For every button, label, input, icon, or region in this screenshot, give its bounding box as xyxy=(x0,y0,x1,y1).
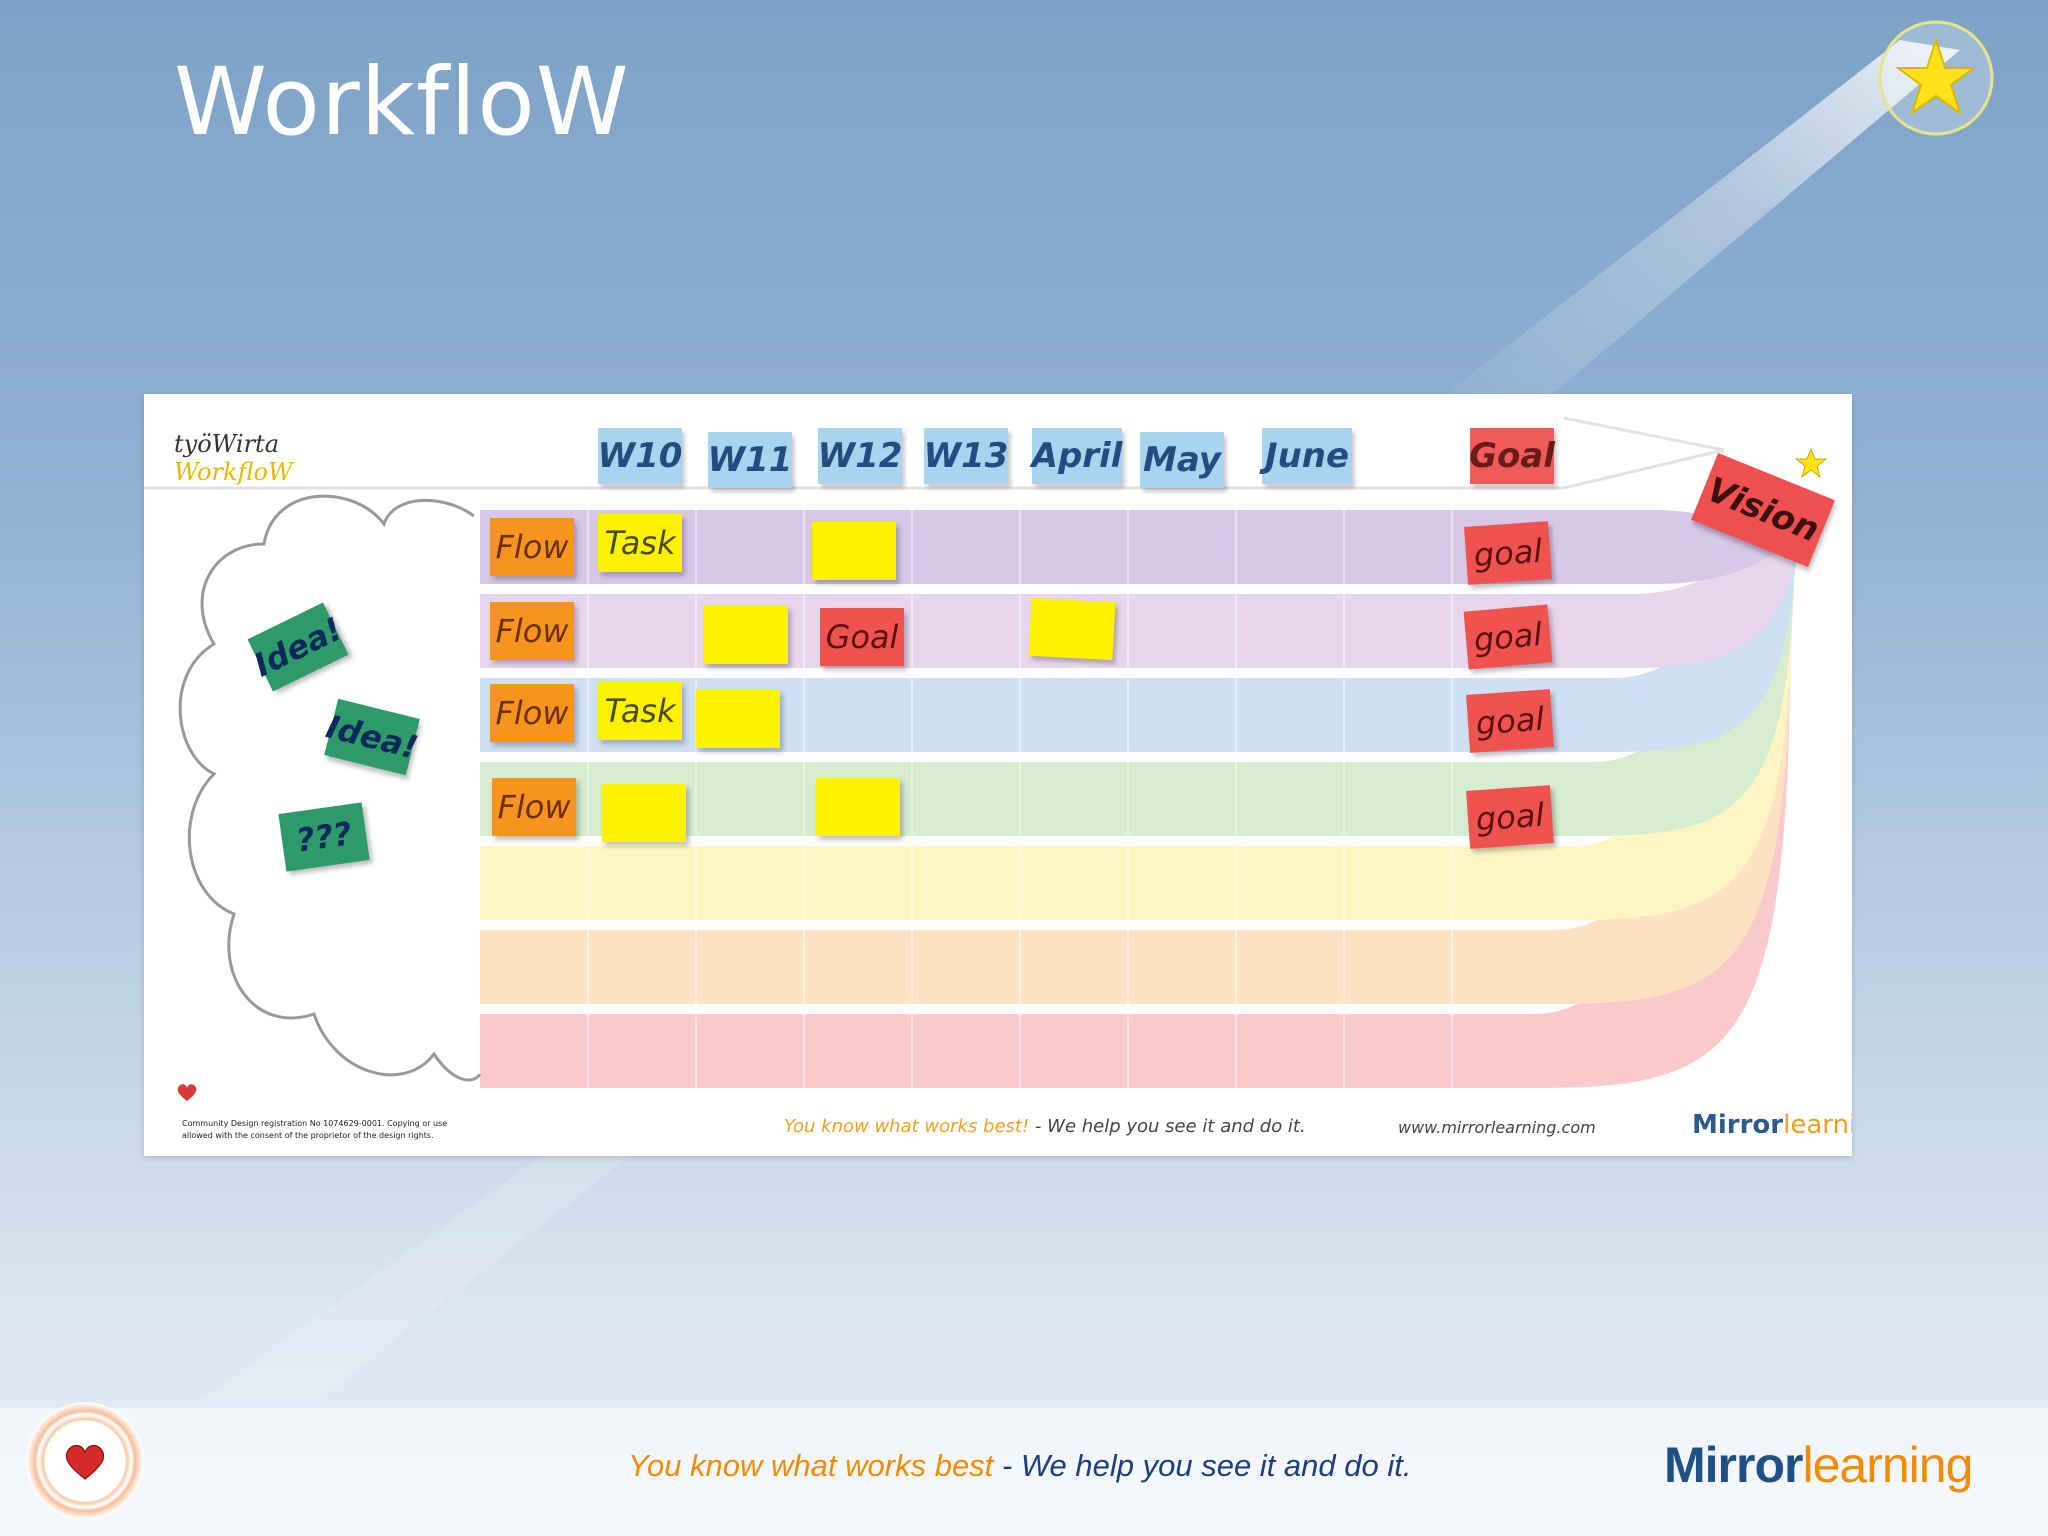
heart-button[interactable] xyxy=(26,1402,144,1520)
slide-title: WorkfloW xyxy=(174,48,630,157)
workflow-board: työWirta WorkfloW W10 W11 W12 W13 April … xyxy=(144,394,1852,1156)
footer-logo-part1: Mirror xyxy=(1664,1437,1803,1493)
footer-logo: Mirrorlearning xyxy=(1664,1436,1973,1494)
flow-note-4: Flow xyxy=(492,778,576,836)
star-icon xyxy=(1878,20,1994,136)
board-brand: työWirta WorkfloW xyxy=(174,430,293,486)
flow-note-3: Flow xyxy=(490,684,574,742)
header-may: May xyxy=(1140,432,1224,488)
footer-bar xyxy=(0,1408,2048,1536)
goal-note-row2: Goal xyxy=(820,608,904,666)
sticky-note-blank xyxy=(1028,597,1116,661)
sticky-note-blank xyxy=(812,522,896,580)
header-w13: W13 xyxy=(924,428,1008,484)
board-lanes xyxy=(144,416,1802,1094)
footer-tagline: You know what works best - We help you s… xyxy=(628,1448,1411,1484)
sticky-note-blank xyxy=(696,690,780,748)
small-star-icon xyxy=(1794,447,1828,479)
board-tagline: You know what works best! - We help you … xyxy=(784,1116,1306,1137)
design-footnote: Community Design registration No 1074629… xyxy=(182,1119,448,1140)
brand-line-2: WorkfloW xyxy=(174,458,293,486)
header-w10: W10 xyxy=(598,428,682,484)
task-note-3: Task xyxy=(598,682,682,740)
board-tagline-part2: - We help you see it and do it. xyxy=(1029,1116,1306,1137)
header-goal: Goal xyxy=(1469,428,1555,484)
heart-icon xyxy=(65,1444,105,1480)
sticky-note-blank xyxy=(816,778,900,836)
flow-note-2: Flow xyxy=(490,602,574,660)
board-url: www.mirrorlearning.com xyxy=(1398,1118,1596,1137)
board-logo-part1: Mirror xyxy=(1692,1110,1784,1140)
lane-7 xyxy=(480,524,1791,1088)
header-w11: W11 xyxy=(708,432,792,488)
lane-6 xyxy=(480,524,1793,1004)
header-divider xyxy=(144,416,1725,490)
sticky-note-blank xyxy=(704,606,788,664)
goal-note-4: goal xyxy=(1466,785,1554,849)
sticky-note-blank xyxy=(602,784,686,842)
board-tagline-part1: You know what works best! xyxy=(784,1116,1030,1137)
idea-cloud xyxy=(178,494,482,1082)
lane-5 xyxy=(480,524,1794,920)
header-w12: W12 xyxy=(818,428,902,484)
idea-note-3: ??? xyxy=(278,802,370,872)
goal-note-2: goal xyxy=(1463,604,1553,670)
small-heart-icon xyxy=(177,1084,197,1101)
board-logo-part2: learning xyxy=(1783,1110,1852,1140)
flow-note-1: Flow xyxy=(490,518,574,576)
footer-tagline-part1: You know what works best xyxy=(628,1448,994,1483)
goal-note-1: goal xyxy=(1464,521,1552,585)
task-note-1: Task xyxy=(598,514,682,572)
footer-logo-part2: learning xyxy=(1802,1437,1973,1493)
footer-tagline-part2: - We help you see it and do it. xyxy=(993,1448,1412,1483)
goal-note-3: goal xyxy=(1466,689,1554,753)
board-logo: Mirrorlearning xyxy=(1692,1110,1852,1140)
header-april: April xyxy=(1032,428,1122,484)
header-june: June xyxy=(1262,428,1352,484)
brand-line-1: työWirta xyxy=(174,430,279,458)
